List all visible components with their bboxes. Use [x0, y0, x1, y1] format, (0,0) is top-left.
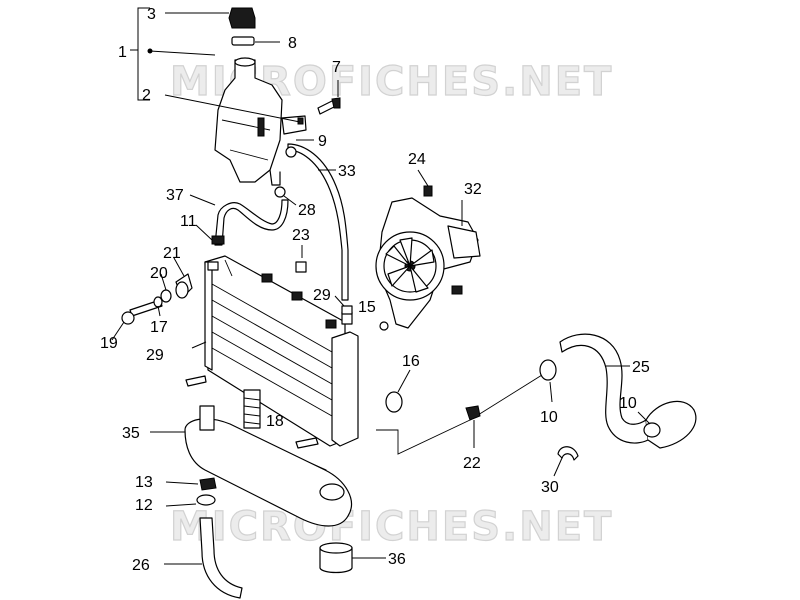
part-label-28: 28 [298, 202, 316, 219]
part-label-7: 7 [332, 59, 341, 76]
part-label-1: 1 [118, 44, 127, 61]
part-label-33: 33 [338, 163, 356, 180]
washer-17[interactable] [153, 296, 163, 317]
part-label-10-second: 10 [619, 395, 637, 412]
radiator[interactable] [185, 255, 359, 477]
clamp-10-left[interactable] [539, 359, 557, 403]
hose-33[interactable] [287, 143, 349, 301]
grommet-16[interactable] [385, 369, 411, 413]
spacer-20[interactable] [160, 273, 172, 303]
clip-29-top[interactable] [334, 295, 353, 315]
part-label-22: 22 [463, 455, 481, 472]
part-label-10: 10 [540, 409, 558, 426]
part-label-29: 29 [146, 347, 164, 364]
clip-28[interactable] [274, 186, 297, 206]
part-label-20: 20 [150, 265, 168, 282]
part-label-25: 25 [632, 359, 650, 376]
part-label-18: 18 [266, 413, 284, 430]
part-label-13: 13 [135, 474, 153, 491]
grommet-21[interactable] [173, 257, 193, 299]
part-label-36: 36 [388, 551, 406, 568]
part-label-26: 26 [132, 557, 150, 574]
clip-22[interactable] [465, 405, 481, 448]
part-label-35: 35 [122, 425, 140, 442]
clamp-12[interactable] [165, 494, 216, 507]
clip-11[interactable] [195, 224, 225, 245]
fan-assembly[interactable] [375, 169, 481, 329]
bracket-23[interactable] [295, 245, 307, 273]
part-label-21: 21 [163, 245, 181, 262]
part-label-32: 32 [464, 181, 482, 198]
watermark-bottom: MICROFICHES.NET [170, 504, 613, 550]
clamp-30[interactable] [553, 446, 579, 477]
nut-15[interactable] [379, 321, 389, 331]
part-label-23: 23 [292, 227, 310, 244]
clamp-10-right[interactable] [637, 411, 661, 438]
lower-tank-35[interactable] [150, 405, 353, 527]
part-label-9: 9 [318, 133, 327, 150]
part-label-12: 12 [135, 497, 153, 514]
ring-36[interactable] [319, 542, 386, 574]
part-label-17: 17 [150, 319, 168, 336]
hose-37[interactable] [189, 194, 289, 246]
spring-18[interactable] [243, 389, 261, 429]
part-label-24: 24 [408, 151, 426, 168]
part-label-29-second: 29 [313, 287, 331, 304]
part-label-30: 30 [541, 479, 559, 496]
part-label-37: 37 [166, 187, 184, 204]
clip-9[interactable] [285, 139, 314, 158]
part-label-3: 3 [147, 6, 156, 23]
clamp-13[interactable] [165, 477, 217, 491]
hose-25[interactable] [559, 333, 697, 449]
part-label-11: 11 [180, 213, 197, 230]
part-label-8: 8 [288, 35, 297, 52]
expansion-tank-assembly[interactable] [130, 7, 341, 186]
part-label-19: 19 [100, 335, 118, 352]
hose-26[interactable] [164, 517, 243, 599]
part-label-16: 16 [402, 353, 420, 370]
part-label-15: 15 [358, 299, 376, 316]
part-label-2: 2 [142, 87, 151, 104]
